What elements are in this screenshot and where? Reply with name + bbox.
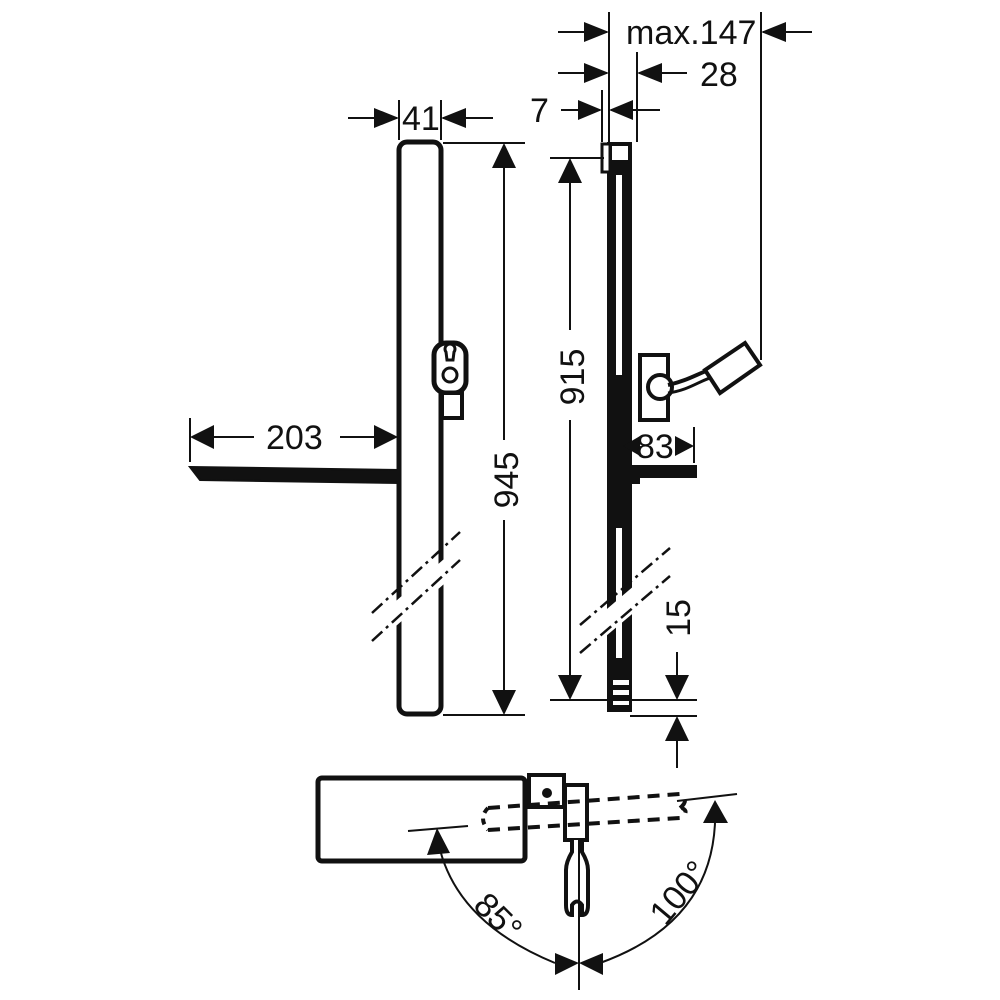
dim-7: 7 [530, 92, 549, 130]
shelf-top [315, 775, 528, 864]
break-line-top [371, 531, 461, 614]
dim-15: 15 [660, 599, 698, 637]
angle-85: 85° [466, 886, 529, 949]
dim-915: 915 [554, 349, 592, 406]
dim-83: 83 [636, 428, 674, 466]
angle-100: 100° [642, 854, 716, 932]
top-view [315, 773, 738, 990]
dim-max-147: max.147 [626, 14, 756, 52]
holder-front [431, 340, 469, 420]
dim-945: 945 [488, 452, 526, 509]
break-line-bottom [371, 559, 461, 642]
front-view [187, 100, 525, 717]
shelf-side [612, 465, 697, 484]
front-bar-outline [396, 139, 444, 717]
dim-203: 203 [266, 419, 323, 457]
dim-41: 41 [402, 100, 440, 138]
dim-28: 28 [700, 56, 738, 94]
side-view [550, 12, 812, 768]
handshower-holder-side [638, 340, 763, 422]
shelf-front [187, 465, 400, 485]
